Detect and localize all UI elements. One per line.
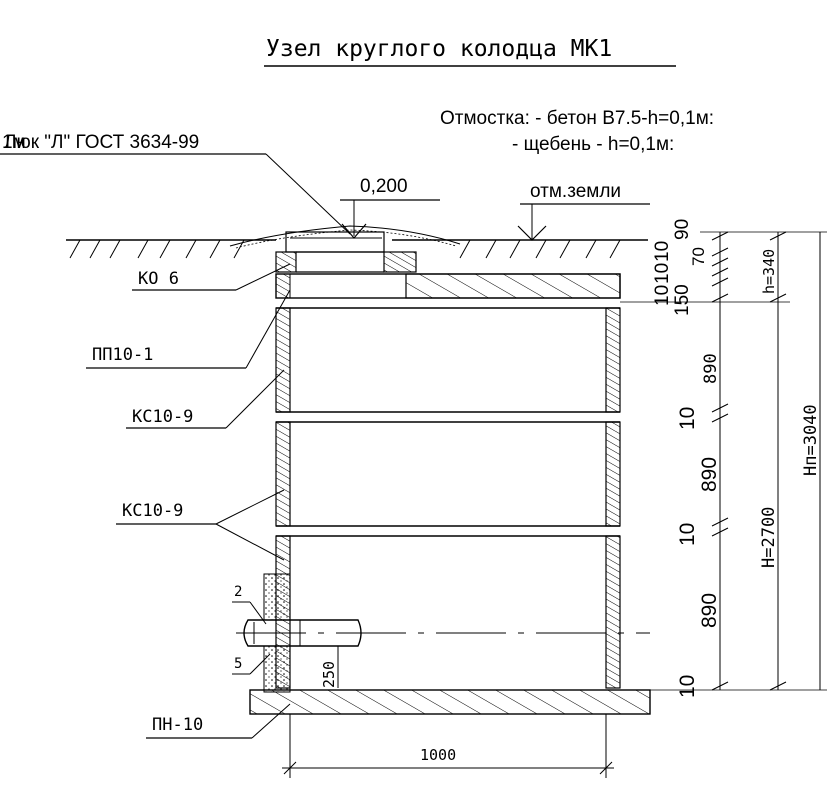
dim-top-70: 70 [689, 247, 708, 266]
dim-gap2: 10 [676, 523, 699, 546]
dim-top-10b: 10 [652, 263, 673, 284]
pipe-offset-label: 250 [320, 661, 338, 688]
inner-width-label: 1000 [420, 746, 456, 764]
pp10-slab-left-edge [275, 273, 291, 299]
pipe-penetration [243, 573, 362, 693]
dim-Hn-total: Hп=3040 [801, 404, 821, 476]
dim-chain-vertical [620, 231, 827, 691]
pn10-base-slab [249, 689, 651, 715]
ks10-label-upper: КС10-9 [132, 407, 193, 427]
dim-h-neck: h=340 [760, 249, 778, 294]
ks10-lower-leader-a [215, 489, 285, 525]
dim-top-10a: 10 [652, 241, 673, 262]
ground-line [66, 225, 648, 259]
pipe-label-b: 5 [234, 656, 242, 672]
otmostka-note-line1: Отмостка: - бетон В7.5-h=0,1м: [440, 108, 714, 129]
dim-top-10c: 10 [652, 285, 673, 306]
ks10-lower-leader-b [215, 523, 285, 561]
dim-top-150: 150 [672, 284, 693, 316]
dim-gap1: 10 [676, 407, 699, 430]
dim-ring2: 890 [698, 457, 721, 492]
pn10-leader [251, 703, 291, 739]
ko6-ring-right [383, 251, 417, 273]
dim-H-inner: H=2700 [759, 507, 779, 568]
dim-ring3: 890 [698, 593, 721, 628]
ring-2 [275, 421, 621, 527]
ground-mark-label: отм.земли [530, 181, 621, 202]
top-offset-label: 0,200 [360, 176, 408, 197]
ko6-leader [235, 263, 291, 291]
dim-top-90: 90 [672, 219, 693, 240]
hatch-leader [265, 153, 351, 235]
pp10-slab-hatched [405, 273, 621, 299]
hatch-note: Люк "Л" ГОСТ 3634-99 [4, 132, 199, 153]
ko6-label: КО 6 [138, 269, 179, 289]
dim-ring1: 890 [701, 353, 721, 384]
pn10-label: ПН-10 [152, 715, 203, 735]
ks10-label-lower: КС10-9 [122, 501, 183, 521]
dim-bottom: 10 [676, 675, 699, 698]
hatch-frame [285, 231, 385, 253]
ko6-ring-left [275, 251, 297, 273]
pp10-label: ПП10-1 [92, 345, 153, 365]
pipe-label-a: 2 [234, 584, 242, 600]
ks10-upper-leader [225, 369, 285, 429]
hatch-note-overlap: 1м [2, 132, 26, 153]
otmostka-note-line2: - щебень - h=0,1м: [512, 134, 674, 155]
drawing-title: Узел круглого колодца МК1 [266, 36, 612, 62]
pp10-leader [245, 289, 291, 369]
ring-1 [275, 307, 621, 413]
